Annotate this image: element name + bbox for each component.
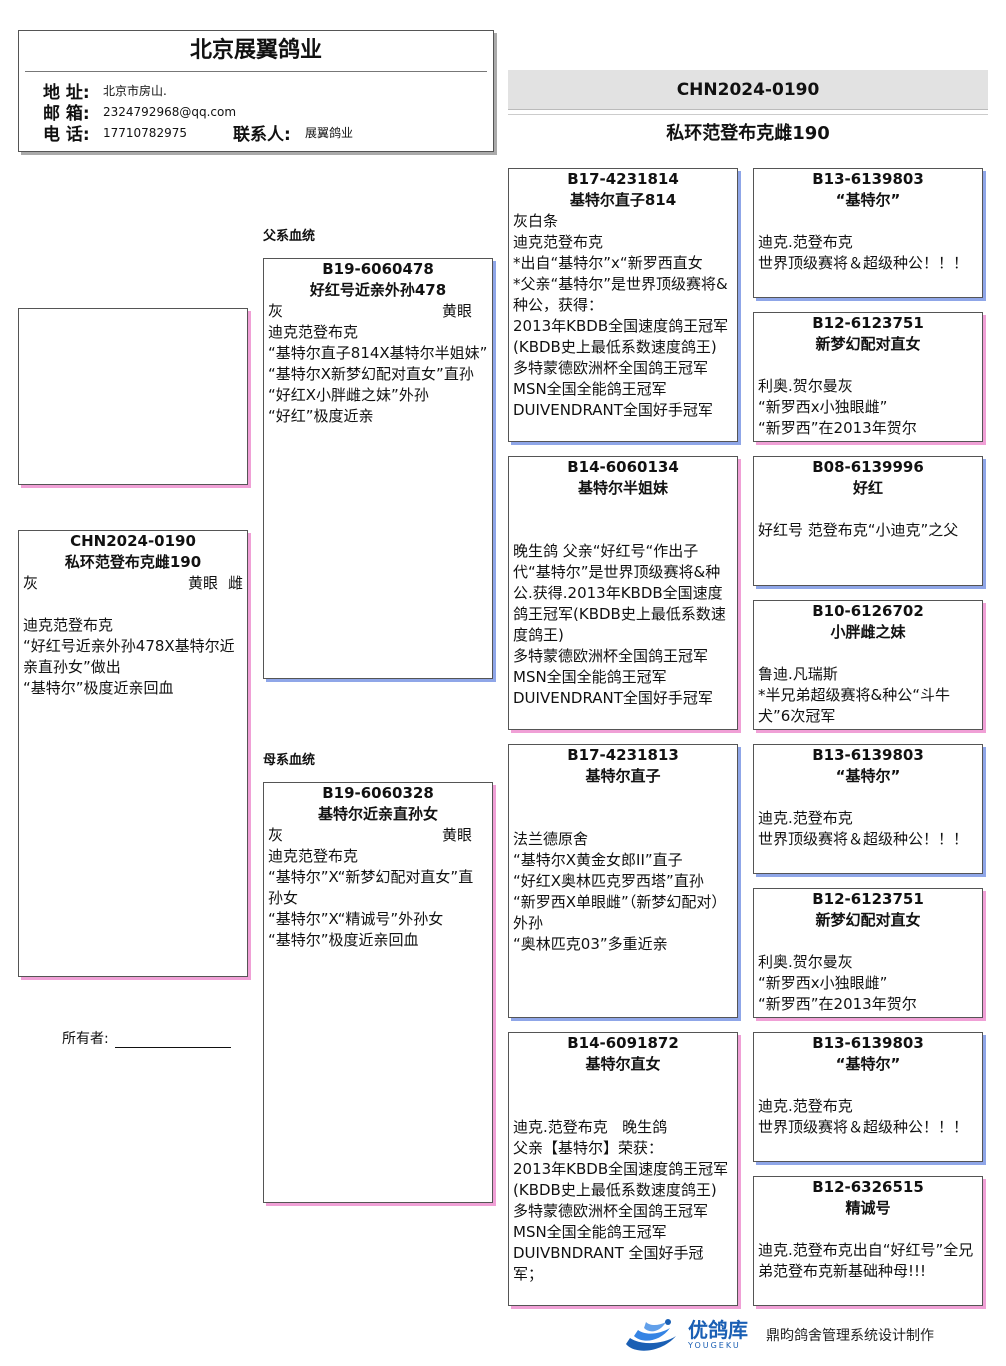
email-label: 邮 箱:	[43, 104, 90, 124]
ggp-name: 新梦幻配对直女	[815, 335, 921, 353]
great-grandparent-card: B13-6139803 “基特尔” 迪克.范登布克 世界顶级赛将＆超级种公！！！	[753, 744, 983, 874]
ggp-ring: B12-6123751	[812, 314, 924, 332]
subject-name: 私环范登布克雌190	[64, 553, 202, 571]
ggp-desc: 利奥.贺尔曼灰 “新罗西x小独眼雌” “新罗西”在2013年贺尔	[758, 377, 917, 437]
ggp-desc: 迪克.范登布克 世界顶级赛将＆超级种公！！！	[758, 1097, 969, 1136]
dam-attrs: 灰 黄眼	[264, 825, 492, 846]
dam-color: 灰	[268, 826, 284, 844]
subject-desc: 迪克范登布克 “好红号近亲外孙478X基特尔近亲直孙女”做出 “基特尔”极度近亲…	[23, 616, 235, 697]
great-grandparent-card: B12-6123751 新梦幻配对直女 利奥.贺尔曼灰 “新罗西x小独眼雌” “…	[753, 888, 983, 1018]
ggp-ring: B08-6139996	[812, 458, 924, 476]
gp-name: 基特尔直子814	[569, 191, 677, 209]
gp-name: 基特尔直子	[585, 767, 661, 785]
youge-logo-icon	[626, 1319, 676, 1351]
gp-ring: B14-6091872	[567, 1034, 679, 1052]
owner-blank	[114, 1034, 231, 1048]
footer: 优鸽库 YOUGEKU 鼎昀鸽舍管理系统设计制作	[620, 1312, 1000, 1358]
sire-name: 好红号近亲外孙478	[309, 281, 447, 299]
gp-name: 基特尔半姐妹	[577, 479, 668, 497]
ggp-name: “基特尔”	[835, 1055, 901, 1073]
owner-label: 所有者:	[62, 1031, 109, 1047]
ggp-ring: B13-6139803	[812, 170, 924, 188]
address-label: 地 址:	[43, 83, 90, 103]
address-value: 北京市房山.	[103, 84, 167, 98]
ggp-desc: 迪克.范登布克 世界顶级赛将＆超级种公！！！	[758, 809, 969, 848]
sire-desc: 迪克范登布克 “基特尔直子814X基特尔半姐妹” “基特尔X新梦幻配对直女”直孙…	[268, 323, 488, 425]
gp-ring: B17-4231813	[567, 746, 679, 764]
dam-line-label: 母系血统	[263, 753, 316, 768]
subject-sex: 雌	[227, 574, 243, 592]
subject-color: 灰	[23, 574, 39, 592]
gp-ring: B14-6060134	[567, 458, 679, 476]
sire-color: 灰	[268, 302, 284, 320]
sire-line-label: 父系血统	[263, 229, 316, 244]
top-ring-bar: CHN2024-0190	[508, 70, 988, 110]
top-name: 私环范登布克雌190	[666, 123, 830, 144]
top-divider	[508, 114, 988, 115]
ggp-ring: B10-6126702	[812, 602, 924, 620]
contact-label: 联系人:	[233, 125, 291, 145]
grandparent-card: B14-6060134 基特尔半姐妹 晚生鸽 父亲“好红号“作出子代“基特尔”是…	[508, 456, 738, 730]
sire-attrs: 灰 黄眼	[264, 301, 492, 322]
logo-text: 优鸽库 YOUGEKU	[688, 1320, 748, 1350]
great-grandparent-card: B12-6326515 精诚号 迪克.范登布克出自“好红号”全兄弟范登布克新基础…	[753, 1176, 983, 1306]
ggp-desc: 迪克.范登布克出自“好红号”全兄弟范登布克新基础种母!!!	[758, 1241, 974, 1280]
great-grandparent-card: B10-6126702 小胖雌之妹 鲁迪.凡瑞斯 *半兄弟超级赛将&种公“斗牛犬…	[753, 600, 983, 730]
logo-en: YOUGEKU	[688, 1341, 741, 1350]
sire-eye: 黄眼	[441, 302, 472, 320]
contact-info: 地 址: 北京市房山. 邮 箱: 2324792968@qq.com 电 话: …	[19, 72, 493, 145]
great-grandparent-card: B13-6139803 “基特尔” 迪克.范登布克 世界顶级赛将＆超级种公！！！	[753, 168, 983, 298]
phone-value: 17710782975	[103, 125, 187, 140]
ggp-desc: 迪克.范登布克 世界顶级赛将＆超级种公！！！	[758, 233, 969, 272]
ggp-ring: B12-6123751	[812, 890, 924, 908]
subject-eye: 黄眼	[187, 574, 218, 592]
ggp-desc: 利奥.贺尔曼灰 “新罗西x小独眼雌” “新罗西”在2013年贺尔	[758, 953, 917, 1013]
dam-name: 基特尔近亲直孙女	[317, 805, 438, 823]
dam-eye: 黄眼	[441, 826, 472, 844]
pigeon-photo	[18, 308, 248, 485]
loft-title: 北京展翼鸽业	[189, 38, 322, 63]
subject-card: CHN2024-0190 私环范登布克雌190 灰 黄眼雌 迪克范登布克 “好红…	[18, 530, 248, 977]
ggp-name: 新梦幻配对直女	[815, 911, 921, 929]
dam-card: B19-6060328 基特尔近亲直孙女 灰 黄眼 迪克范登布克 “基特尔”X“…	[263, 782, 493, 1203]
email-value: 2324792968@qq.com	[103, 104, 237, 119]
ggp-name: 小胖雌之妹	[830, 623, 906, 641]
logo-cn: 优鸽库	[688, 1318, 748, 1342]
sire-ring: B19-6060478	[322, 260, 434, 278]
phone-label: 电 话:	[43, 125, 90, 145]
ggp-desc: 好红号 范登布克“小迪克”之父	[758, 521, 959, 539]
great-grandparent-card: B12-6123751 新梦幻配对直女 利奥.贺尔曼灰 “新罗西x小独眼雌” “…	[753, 312, 983, 442]
ggp-desc: 鲁迪.凡瑞斯 *半兄弟超级赛将&种公“斗牛犬”6次冠军	[758, 665, 950, 725]
dam-desc: 迪克范登布克 “基特尔”X“新梦幻配对直女”直孙女 “基特尔”X“精诚号”外孙女…	[268, 847, 474, 949]
ggp-name: 好红	[852, 479, 883, 497]
header-card: 北京展翼鸽业 地 址: 北京市房山. 邮 箱: 2324792968@qq.co…	[18, 30, 494, 152]
dam-ring: B19-6060328	[322, 784, 434, 802]
system-credit: 鼎昀鸽舍管理系统设计制作	[766, 1328, 934, 1344]
gp-ring: B17-4231814	[567, 170, 679, 188]
gp-desc: 晚生鸽 父亲“好红号“作出子代“基特尔”是世界顶级赛将&种公.获得.2013年K…	[513, 542, 726, 707]
header-divider	[25, 71, 487, 72]
owner-line: 所有者:	[62, 1028, 231, 1048]
gp-desc: 法兰德原舍 “基特尔X黄金女郎II”直子 “好红X奥林匹克罗西塔”直孙 “新罗西…	[513, 830, 727, 953]
grandparent-card: B17-4231814 基特尔直子814 灰白条 迪克范登布克 *出自“基特尔”…	[508, 168, 738, 442]
grandparent-card: B17-4231813 基特尔直子 法兰德原舍 “基特尔X黄金女郎II”直子 “…	[508, 744, 738, 1018]
ggp-ring: B13-6139803	[812, 746, 924, 764]
great-grandparent-card: B13-6139803 “基特尔” 迪克.范登布克 世界顶级赛将＆超级种公！！！	[753, 1032, 983, 1162]
gp-name: 基特尔直女	[585, 1055, 661, 1073]
contact-value: 展翼鸽业	[305, 126, 354, 140]
gp-desc: 灰白条 迪克范登布克 *出自“基特尔”x“新罗西直女 *父亲“基特尔”是世界顶级…	[513, 212, 729, 419]
sire-card: B19-6060478 好红号近亲外孙478 灰 黄眼 迪克范登布克 “基特尔直…	[263, 258, 493, 679]
ggp-ring: B12-6326515	[812, 1178, 924, 1196]
ggp-name: “基特尔”	[835, 191, 901, 209]
grandparent-card: B14-6091872 基特尔直女 迪克.范登布克 晚生鸽 父亲【基特尔】荣获：…	[508, 1032, 738, 1306]
great-grandparent-card: B08-6139996 好红 好红号 范登布克“小迪克”之父	[753, 456, 983, 586]
ggp-name: 精诚号	[845, 1199, 891, 1217]
subject-attrs: 灰 黄眼雌	[19, 573, 247, 594]
subject-ring: CHN2024-0190	[70, 532, 196, 550]
gp-desc: 迪克.范登布克 晚生鸽 父亲【基特尔】荣获： 2013年KBDB全国速度鸽王冠军…	[513, 1118, 729, 1283]
ggp-ring: B13-6139803	[812, 1034, 924, 1052]
ggp-name: “基特尔”	[835, 767, 901, 785]
top-ring: CHN2024-0190	[676, 80, 820, 100]
